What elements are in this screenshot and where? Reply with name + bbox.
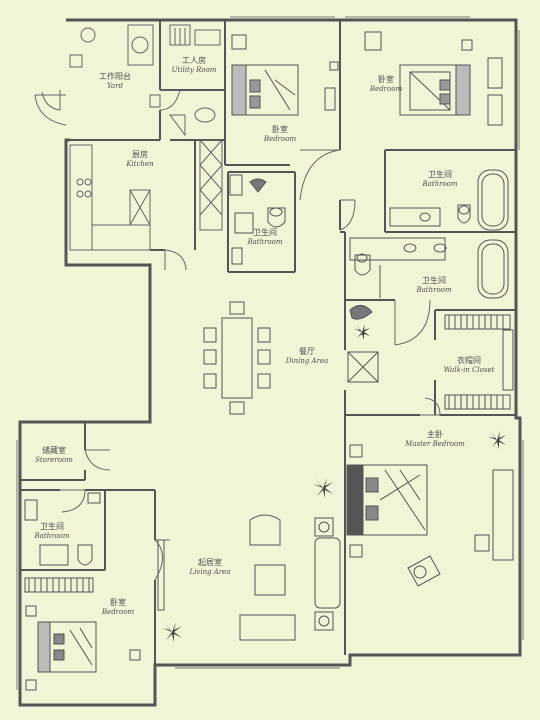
bathroom-top-right-fixtures [389,169,509,231]
room-label-bedroom-bottom-left: 卧室 Bedroom [88,598,148,617]
room-name-en: Bedroom [101,608,135,616]
bedroom-bottom-left-furniture [24,577,141,691]
room-name-en: Bathroom [247,238,283,246]
room-name-zh: 厨房 [132,150,148,159]
room-name-zh: 餐厅 [299,347,315,356]
room-name-en: Living Area [189,568,231,576]
window-marks [16,16,524,690]
room-name-en: Dining Area [285,357,329,365]
plant-icon [313,478,333,498]
room-label-bedroom-top-middle: 卧室 Bedroom [250,125,310,144]
room-name-zh: 卧室 [272,125,288,134]
dining-table [203,301,271,415]
room-name-en: Bathroom [34,532,70,540]
room-name-zh: 衣帽间 [457,356,481,365]
room-name-en: Yard [106,82,124,90]
kitchen-fixtures [69,139,223,251]
bedroom-top-middle-furniture [231,34,339,116]
room-name-zh: 储藏室 [42,446,66,455]
yard-fixtures [69,24,221,137]
plant-icon [354,324,370,340]
room-name-zh: 卧室 [378,75,394,84]
interior-walls [20,20,516,665]
plant-icon [162,622,182,642]
bathroom-middle-fixtures [229,174,286,265]
room-label-bathroom-bottom-left: 卫生间 Bathroom [22,522,82,541]
room-name-zh: 卧室 [110,598,126,607]
room-name-en: Bedroom [263,135,297,143]
room-label-walk-in-closet: 衣帽间 Walk-in Closet [437,356,501,375]
room-label-utility-room: 工人房 Utility Room [164,56,224,75]
room-name-zh: 主卧 [427,430,443,439]
room-label-kitchen: 厨房 Kitchen [110,150,170,169]
room-label-living-area: 起居室 Living Area [180,558,240,577]
room-label-bathroom-top-right: 卫生间 Bathroom [410,170,470,189]
room-name-en: Bathroom [416,286,452,294]
room-label-bathroom-middle: 卫生间 Bathroom [235,228,295,247]
room-name-en: Bathroom [422,180,458,188]
room-label-bathroom-master: 卫生间 Bathroom [404,276,464,295]
room-name-en: Storeroom [35,456,73,464]
bottom-left-fixtures [24,492,101,566]
room-name-en: Master Bedroom [405,440,465,448]
room-name-zh: 工作阳台 [99,72,131,81]
plant-icon [488,431,506,449]
room-name-zh: 起居室 [198,558,222,567]
bathroom-master-fixtures [349,237,509,320]
closet-fixtures [347,314,514,410]
room-label-yard: 工作阳台 Yard [85,72,145,91]
living-area-furniture [157,514,341,641]
room-name-en: Utility Room [171,66,217,74]
room-label-bedroom-top-right: 卧室 Bedroom [356,75,416,94]
room-name-zh: 工人房 [182,56,206,65]
room-label-dining-area: 餐厅 Dining Area [277,347,337,366]
room-name-en: Kitchen [126,160,154,168]
room-name-zh: 卫生间 [422,276,446,285]
room-name-en: Bedroom [369,85,403,93]
room-name-en: Walk-in Closet [443,366,495,374]
room-label-master-bedroom: 主卧 Master Bedroom [400,430,470,449]
room-name-zh: 卫生间 [253,228,277,237]
bedroom-top-right-furniture [364,31,503,126]
master-bedroom-furniture [346,444,514,587]
room-name-zh: 卫生间 [428,170,452,179]
doors [34,89,441,581]
plant-icons [162,324,506,642]
room-name-zh: 卫生间 [40,522,64,531]
room-label-storeroom: 储藏室 Storeroom [24,446,84,465]
